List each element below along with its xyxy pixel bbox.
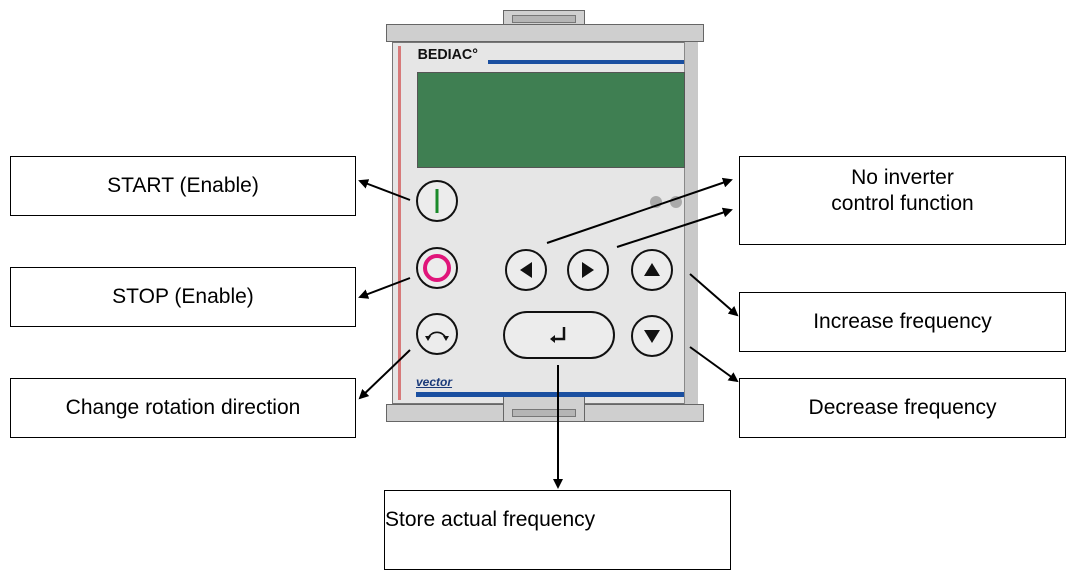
stop-button[interactable] [416, 247, 458, 289]
rotation-direction-button[interactable] [416, 313, 458, 355]
inverter-keypad: BEDIAC° [386, 10, 704, 422]
triangle-down-icon [644, 330, 660, 343]
stop-enable-label: STOP (Enable) [112, 285, 254, 308]
lcd-display [417, 72, 685, 168]
top-frame [386, 24, 704, 42]
bottom-mounting-clip [503, 396, 585, 422]
model-label: vector [416, 375, 453, 389]
start-button[interactable] [416, 180, 458, 222]
start-icon [435, 189, 439, 213]
stop-icon [423, 254, 451, 282]
right-arrow-button[interactable] [567, 249, 609, 291]
triangle-up-icon [644, 263, 660, 276]
status-led-1 [650, 196, 662, 208]
change-rotation-callout: Change rotation direction [10, 378, 356, 438]
enter-icon [550, 327, 566, 343]
triangle-left-icon [520, 262, 532, 278]
brand-logo: BEDIAC° [417, 46, 478, 63]
triangle-right-icon [582, 262, 594, 278]
edge-strip [398, 46, 401, 400]
increase-frequency-callout: Increase frequency [739, 292, 1066, 352]
top-accent-line [488, 60, 684, 64]
up-arrow-button[interactable] [631, 249, 673, 291]
start-enable-label: START (Enable) [107, 174, 259, 197]
decrease-frequency-label: Decrease frequency [808, 396, 997, 419]
status-led-2 [670, 196, 682, 208]
down-arrow-button[interactable] [631, 315, 673, 357]
change-rotation-label: Change rotation direction [65, 396, 301, 419]
no-inverter-label-line1: No inverter [851, 166, 954, 189]
rotation-arrows-icon [425, 331, 449, 341]
decrease-frequency-callout: Decrease frequency [739, 378, 1066, 438]
store-frequency-callout: Store actual frequency [384, 490, 731, 570]
increase-frequency-label: Increase frequency [813, 310, 992, 333]
store-frequency-label: Store actual frequency [385, 508, 596, 531]
start-enable-callout: START (Enable) [10, 156, 356, 216]
left-arrow-button[interactable] [505, 249, 547, 291]
side-rail [684, 42, 698, 404]
stop-enable-callout: STOP (Enable) [10, 267, 356, 327]
no-inverter-callout: No inverter control function [739, 156, 1066, 245]
enter-button[interactable] [503, 311, 615, 359]
bottom-accent-line [416, 392, 684, 397]
no-inverter-label-line2: control function [831, 192, 974, 215]
